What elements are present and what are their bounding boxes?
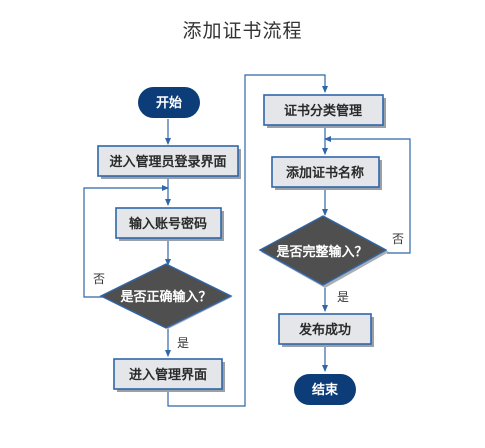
- end-node: 结束: [294, 374, 356, 405]
- edge-complete-no-loop: [324, 136, 411, 254]
- category-manage-label: 证书分类管理: [284, 103, 362, 119]
- add-cert-name-node: 添加证书名称: [271, 156, 382, 190]
- check-correct-decision: 是否正确输入？: [99, 263, 233, 329]
- flowchart-title: 添加证书流程: [182, 20, 303, 42]
- publish-success-label: 发布成功: [298, 322, 351, 338]
- start-label: 开始: [156, 95, 182, 111]
- no-label-left: 否: [93, 272, 105, 286]
- yes-label-right: 是: [337, 290, 349, 304]
- input-account-label: 输入账号密码: [129, 216, 207, 232]
- input-account-node: 输入账号密码: [115, 207, 224, 241]
- category-manage-node: 证书分类管理: [263, 94, 386, 128]
- connectors: [83, 74, 411, 407]
- add-cert-name-label: 添加证书名称: [286, 165, 364, 181]
- enter-login-label: 进入管理员登录界面: [109, 154, 226, 170]
- check-complete-label: 是否完整输入？: [275, 244, 367, 260]
- check-correct-label: 是否正确输入？: [119, 289, 211, 305]
- publish-success-node: 发布成功: [278, 313, 374, 347]
- enter-manage-label: 进入管理界面: [129, 367, 207, 383]
- edge-check-no-loop: [83, 185, 169, 298]
- check-complete-decision: 是否完整输入？: [258, 215, 389, 288]
- start-node: 开始: [138, 87, 200, 118]
- end-label: 结束: [312, 382, 339, 398]
- enter-manage-node: 进入管理界面: [113, 358, 225, 392]
- enter-login-node: 进入管理员登录界面: [97, 145, 241, 179]
- edge-manage-category: [167, 74, 328, 407]
- yes-label-left: 是: [177, 336, 189, 350]
- no-label-right: 否: [392, 232, 404, 246]
